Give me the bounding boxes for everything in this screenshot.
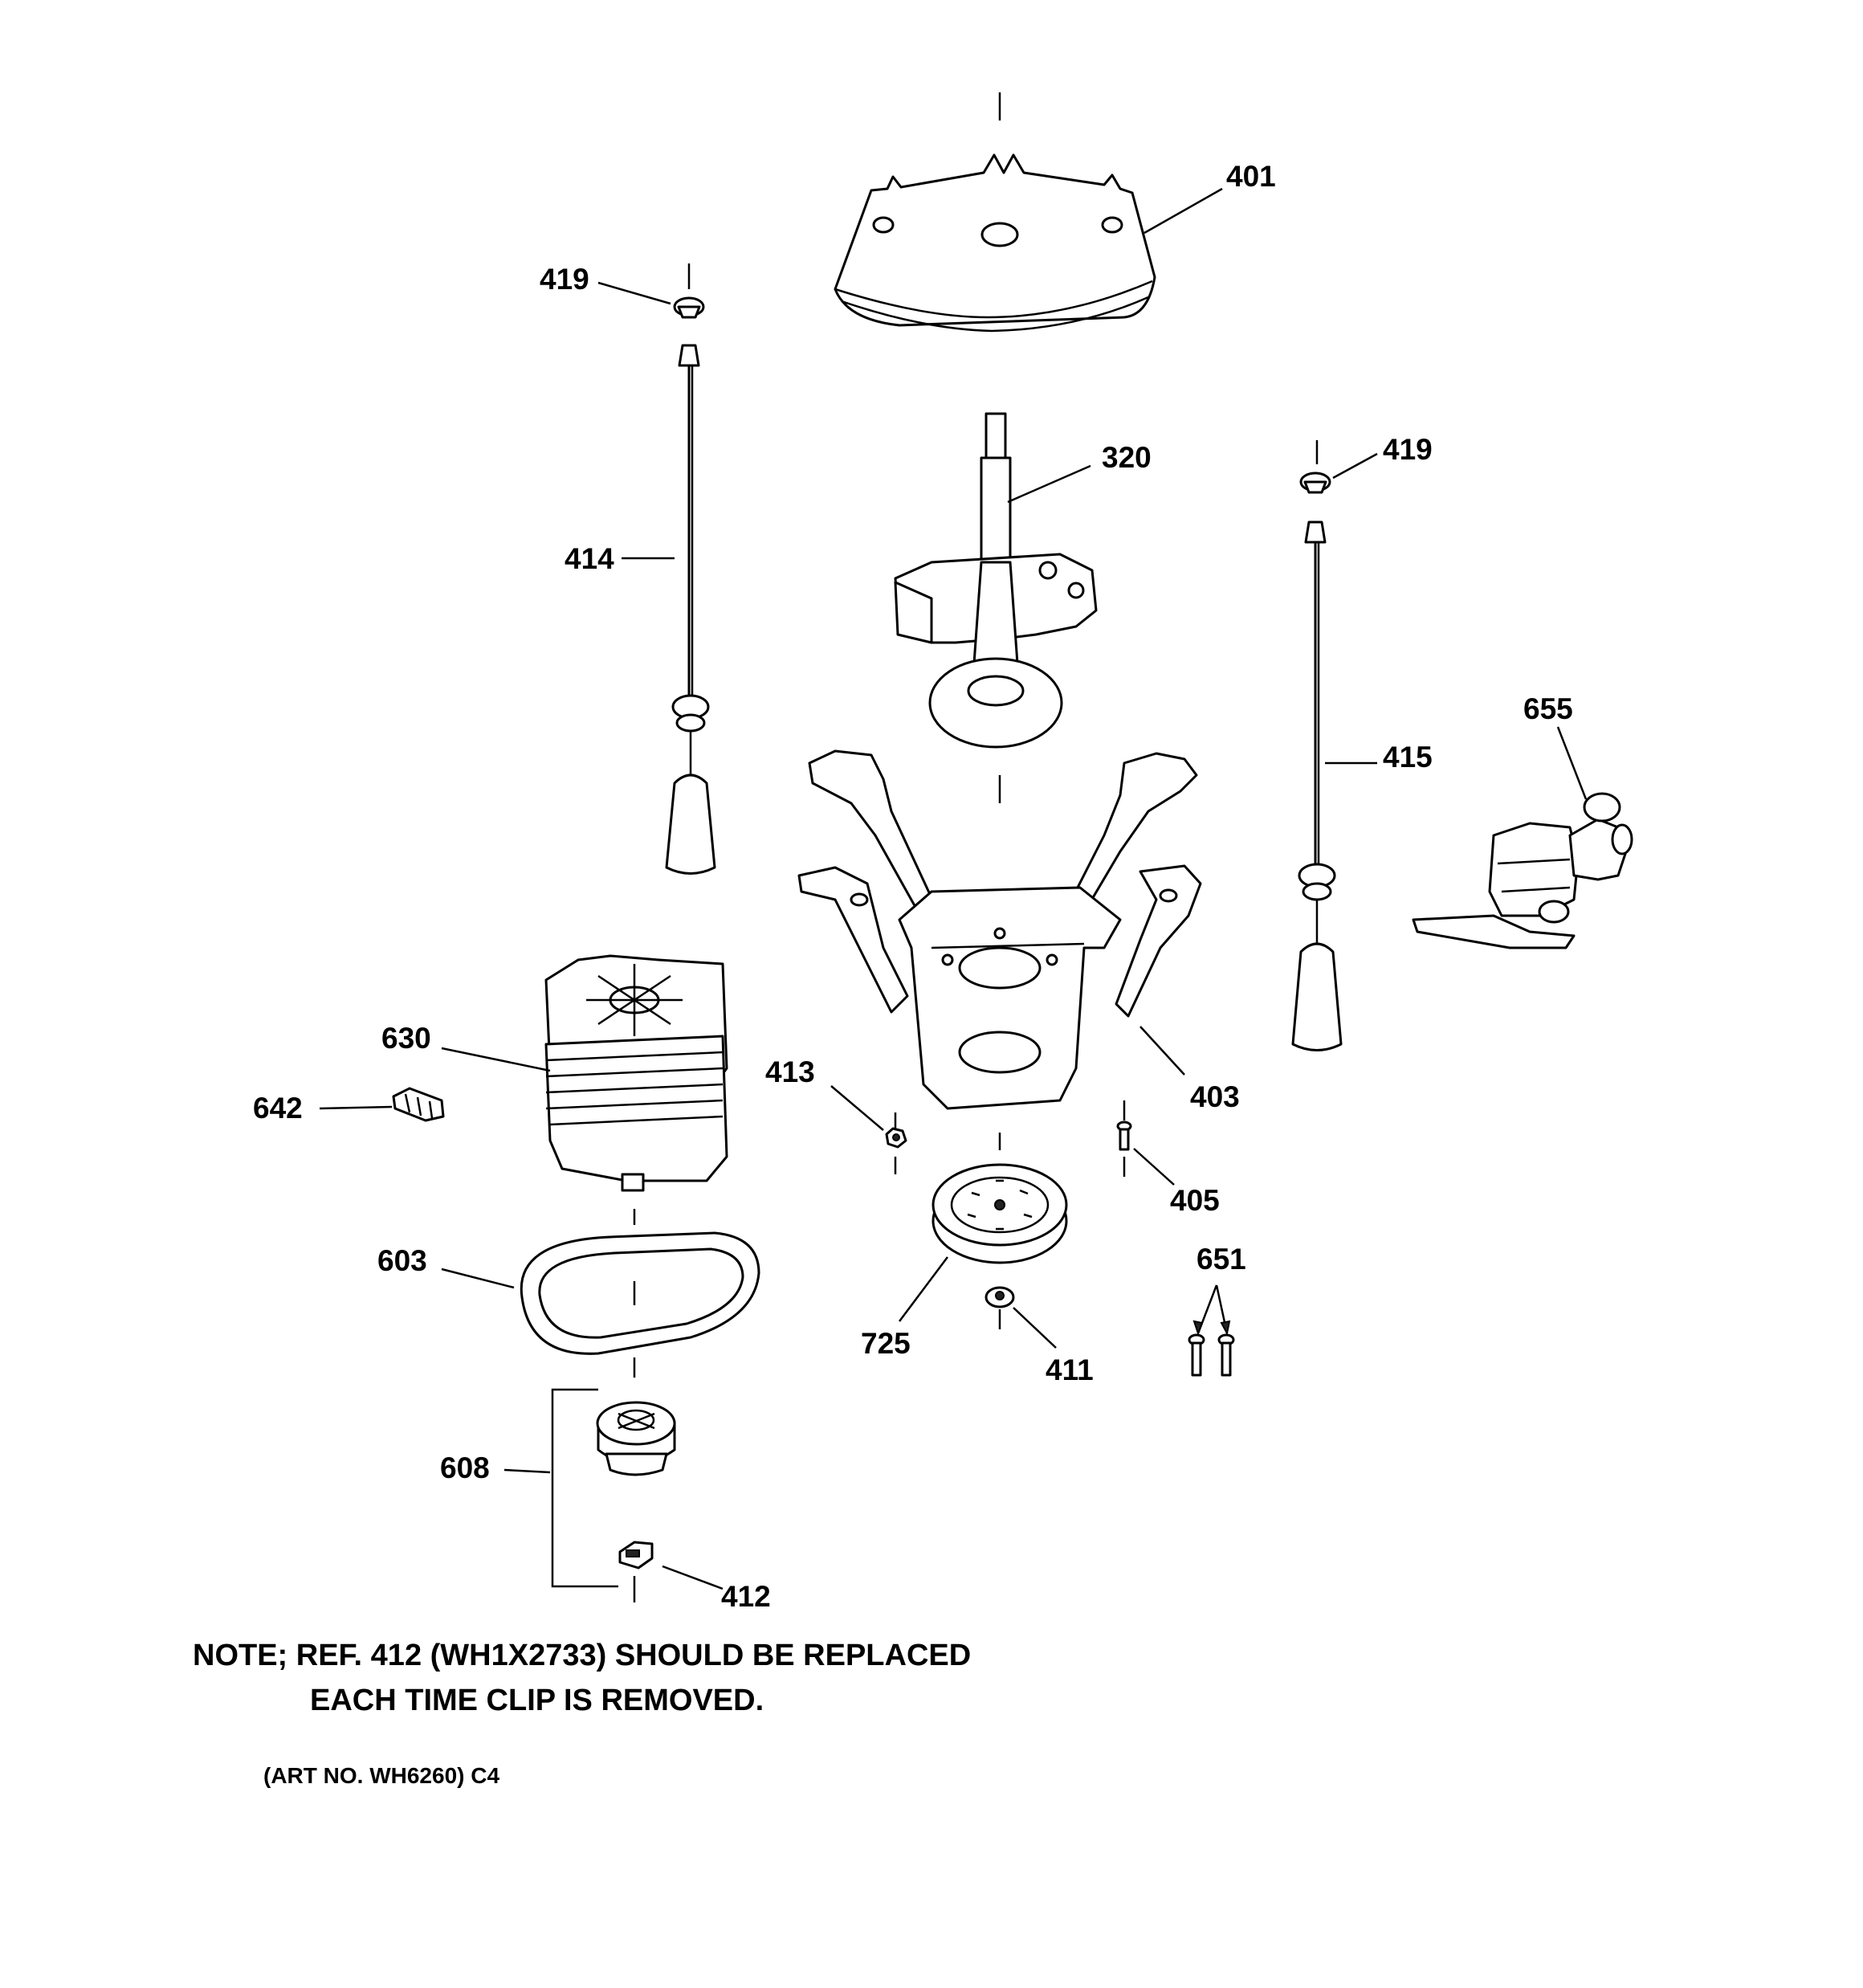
callout-655: 655 (1523, 692, 1573, 725)
callout-415: 415 (1383, 741, 1433, 774)
part-608-drive-pulley (596, 1401, 676, 1476)
callout-405: 405 (1170, 1184, 1220, 1217)
part-725-pulley (932, 1133, 1068, 1264)
callout-403: 403 (1190, 1080, 1240, 1113)
callout-603: 603 (377, 1244, 427, 1277)
part-655-pump (1412, 792, 1633, 949)
callout-642: 642 (253, 1092, 303, 1125)
leader-lines (319, 187, 1588, 1590)
part-411-nut (984, 1286, 1015, 1329)
part-403-mounting-bracket (797, 749, 1202, 1110)
callout-630: 630 (381, 1022, 431, 1055)
callout-725: 725 (861, 1327, 911, 1360)
part-630-motor (544, 954, 728, 1192)
part-642-connector (392, 1087, 445, 1122)
part-412-clip (618, 1541, 654, 1602)
callout-labels: 401 419 320 419 414 655 415 630 642 413 … (253, 160, 1573, 1613)
part-415-suspension-rod (1291, 520, 1343, 1051)
part-405-screw (1116, 1100, 1132, 1177)
part-414-suspension-rod (665, 344, 716, 875)
part-651-screws (1188, 1333, 1235, 1377)
part-413-nut (885, 1112, 907, 1174)
part-603-belt (520, 1209, 760, 1378)
callout-419-left: 419 (540, 263, 589, 296)
part-419-right-cap (1299, 440, 1331, 494)
callout-414: 414 (565, 542, 614, 575)
callout-608: 608 (440, 1451, 490, 1484)
part-320-transmission (894, 412, 1098, 803)
callout-419-right: 419 (1383, 433, 1433, 466)
callout-412: 412 (721, 1580, 771, 1613)
callout-651: 651 (1196, 1243, 1246, 1276)
part-419-left-cap (673, 263, 705, 319)
callout-401: 401 (1226, 160, 1276, 193)
note-line-2: EACH TIME CLIP IS REMOVED. (310, 1684, 764, 1717)
art-number: (ART NO. WH6260) C4 (263, 1763, 500, 1788)
callout-320: 320 (1102, 441, 1152, 474)
note-line-1: NOTE; REF. 412 (WH1X2733) SHOULD BE REPL… (193, 1639, 972, 1672)
part-401-cover (834, 92, 1156, 333)
callout-411: 411 (1046, 1353, 1094, 1386)
callout-413: 413 (765, 1055, 815, 1088)
